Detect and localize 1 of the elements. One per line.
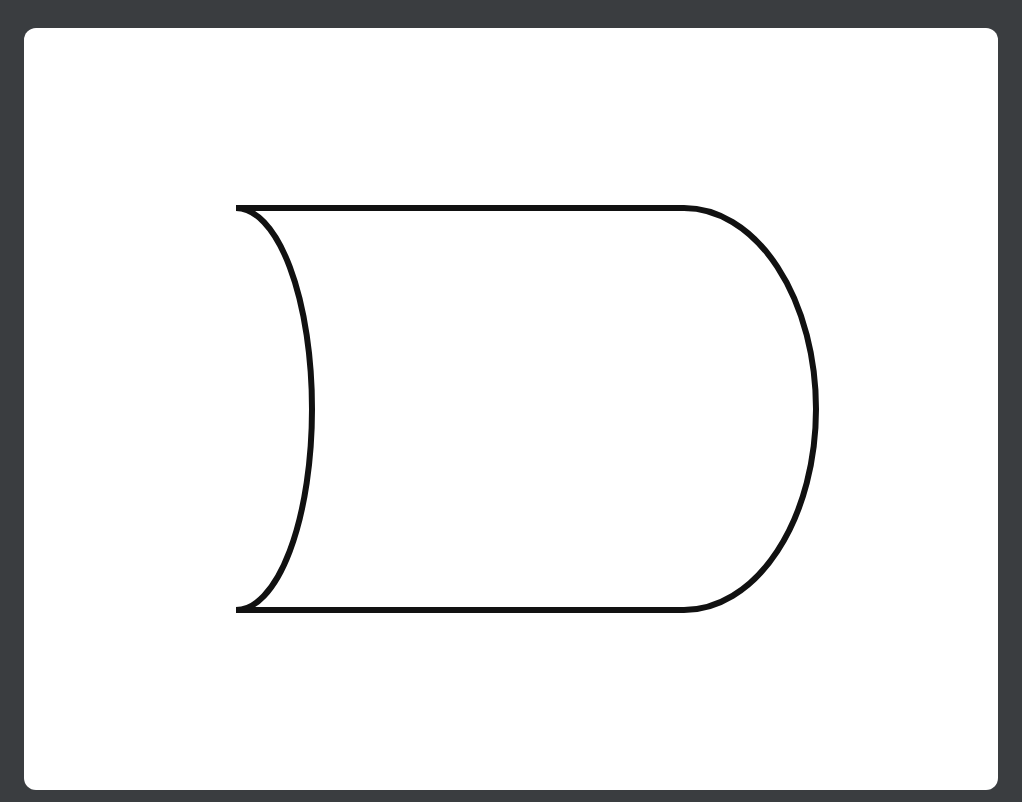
stored-data-shape	[232, 204, 824, 614]
